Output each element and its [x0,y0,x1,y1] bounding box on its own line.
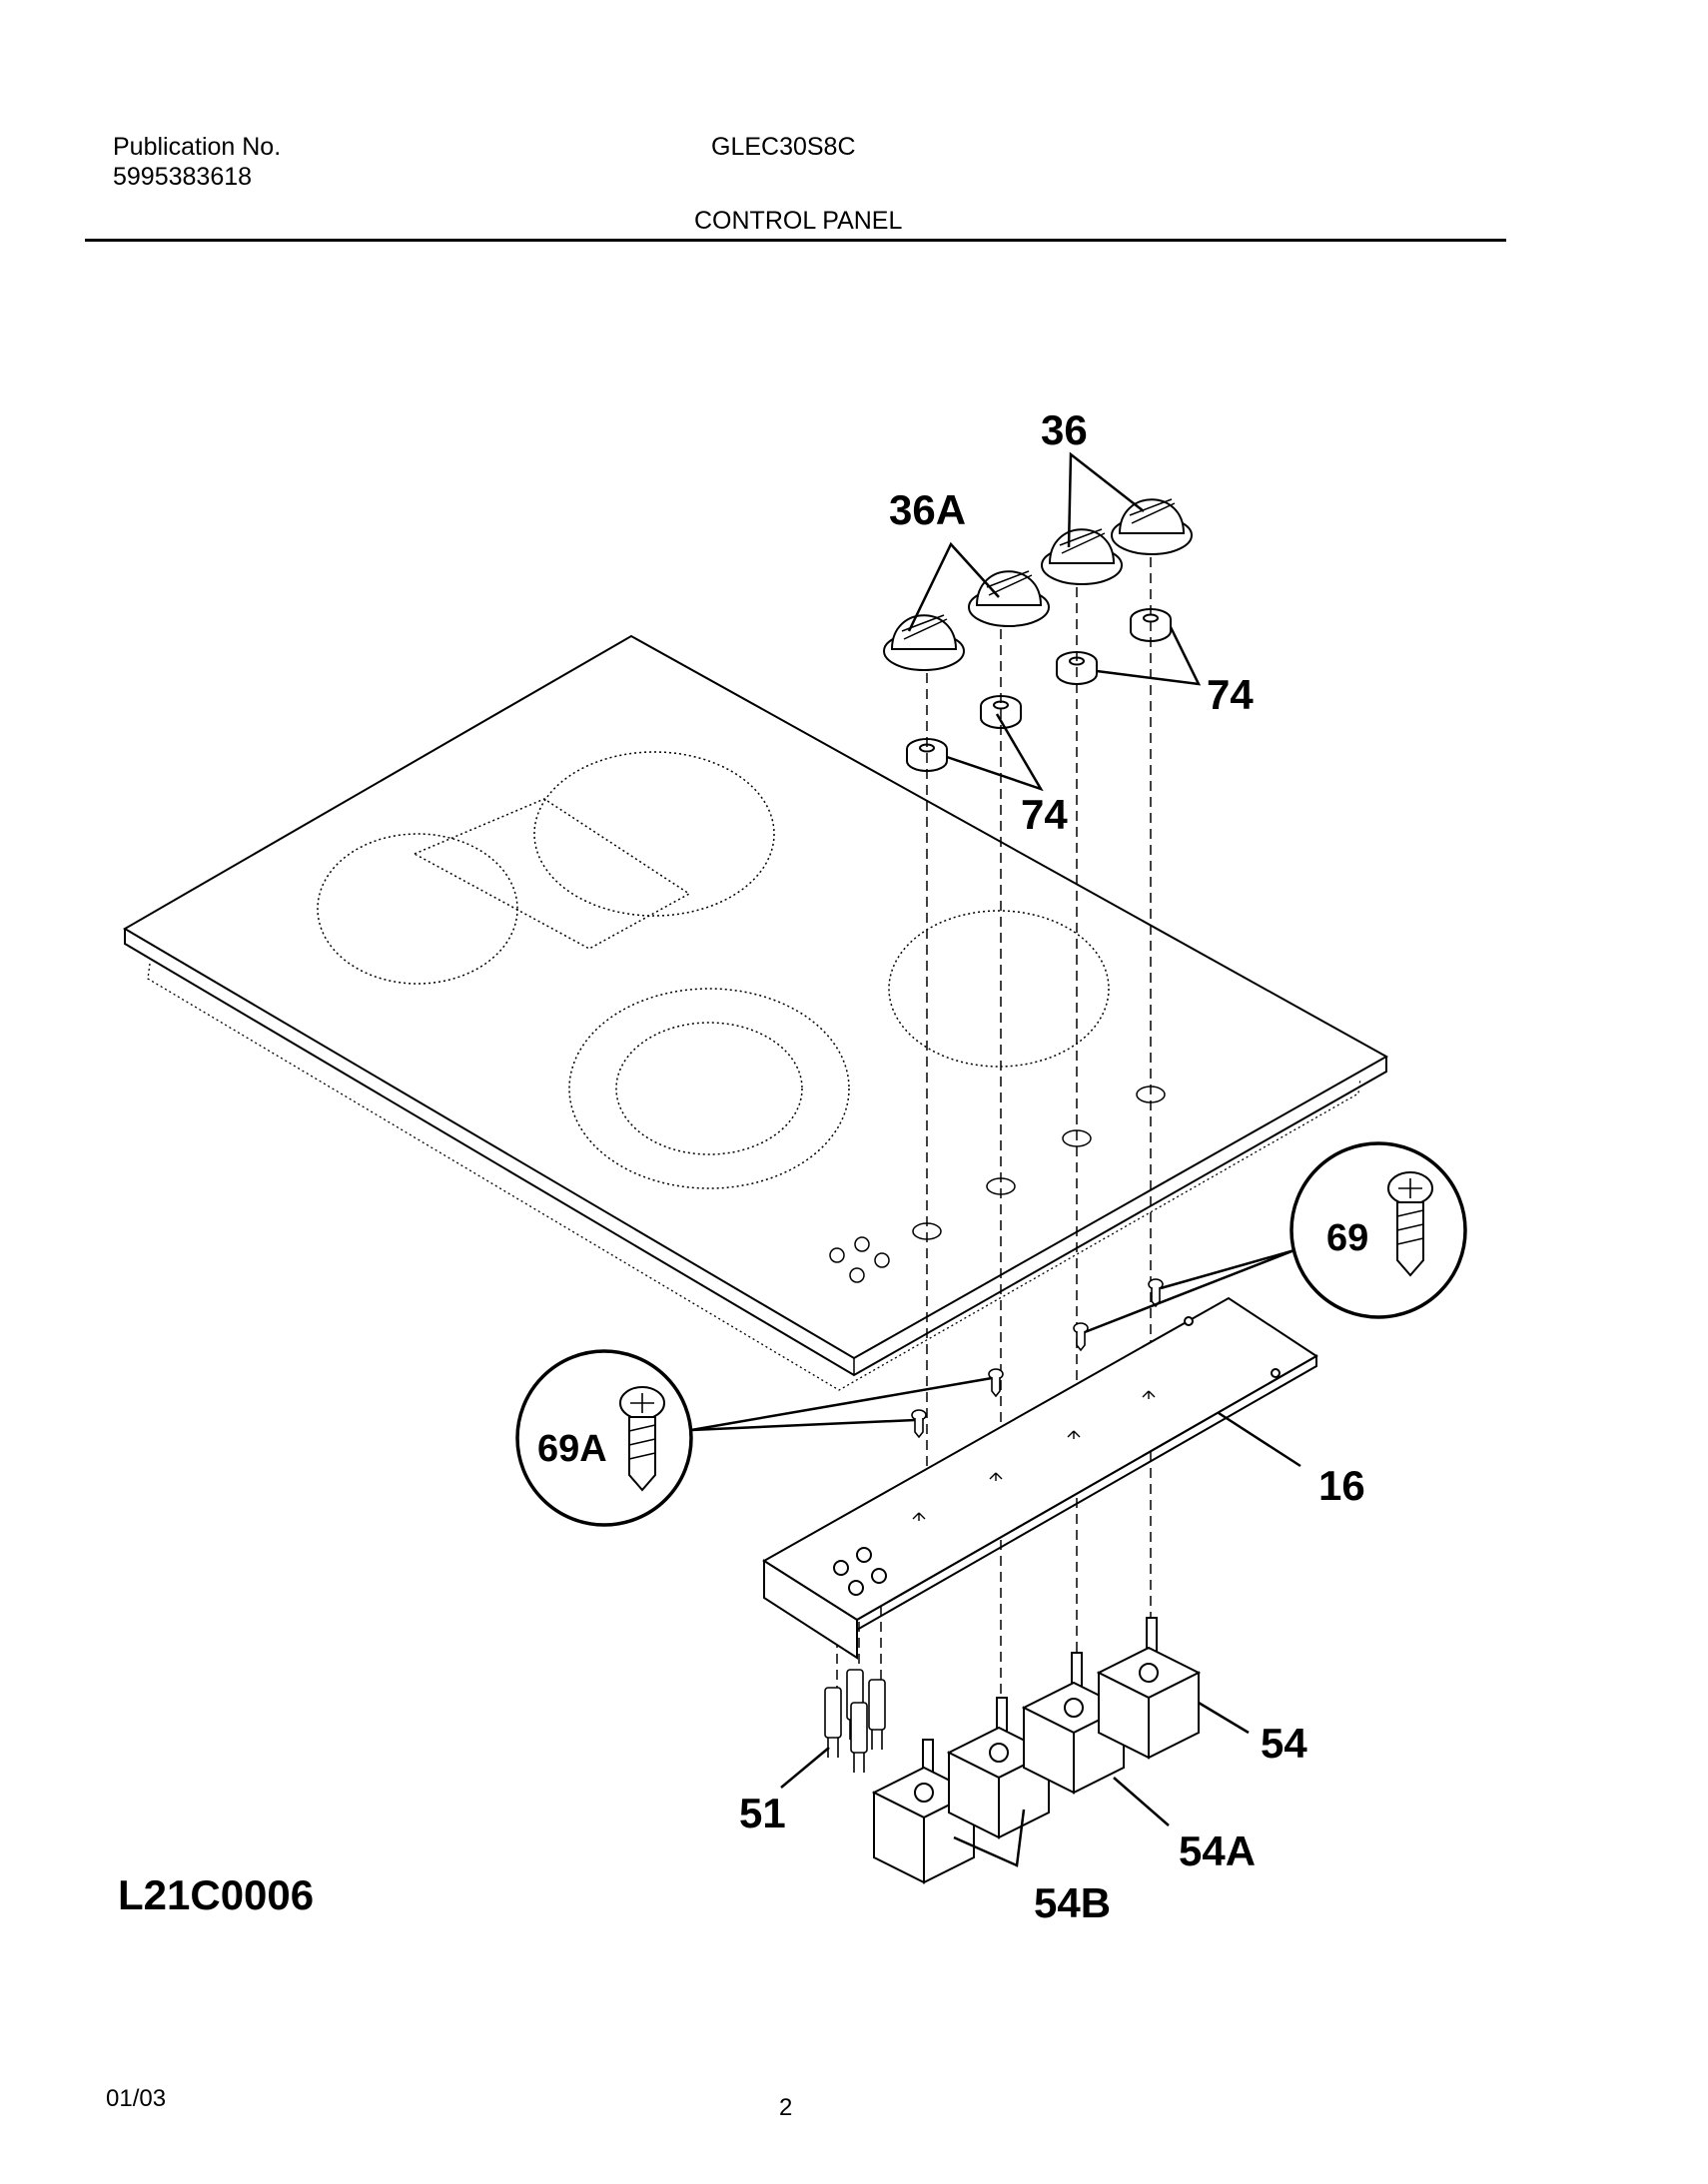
callout-74-left: 74 [1021,791,1068,838]
publication-number: 5995383618 [113,163,253,191]
callout-labels: 36 36A 74 74 69 69A 16 51 54 54A 54B [537,406,1368,1926]
callout-51: 51 [739,1790,786,1836]
bracket-screws [911,1278,1164,1439]
bezels [906,608,1172,772]
switch-54 [1096,1617,1202,1760]
section-title: CONTROL PANEL [694,207,903,235]
knob-36a-left [883,614,965,671]
screw-detail-69 [1289,1141,1467,1319]
callout-69a: 69A [537,1428,607,1470]
control-bracket [762,1296,1318,1660]
knob-36a-right [968,570,1050,627]
callout-74-right: 74 [1207,671,1254,718]
callout-36: 36 [1041,406,1088,453]
page-number: 2 [779,2094,793,2121]
model-number: GLEC30S8C [711,133,856,161]
leader-lines [690,451,1301,1867]
indicator-lights [824,1669,886,1773]
callout-16: 16 [1318,1462,1365,1509]
knobs [883,498,1193,671]
callout-69: 69 [1326,1217,1368,1259]
switches [871,1617,1202,1884]
indicator-window-dots [829,1236,890,1283]
callout-54a: 54A [1179,1827,1256,1874]
screw-detail-69a [515,1349,693,1527]
cooktop-glass [123,634,1389,1391]
knob-36-right [1111,498,1193,555]
callout-54: 54 [1261,1720,1307,1767]
callout-36a: 36A [889,486,966,533]
drawing-id: L21C0006 [118,1871,315,1918]
knob-36-left [1041,528,1123,585]
publication-label: Publication No. [113,133,282,161]
callout-54b: 54B [1034,1879,1111,1926]
burner-elements [317,751,1110,1189]
footer-date: 01/03 [106,2085,167,2112]
header-rule [85,239,1506,242]
